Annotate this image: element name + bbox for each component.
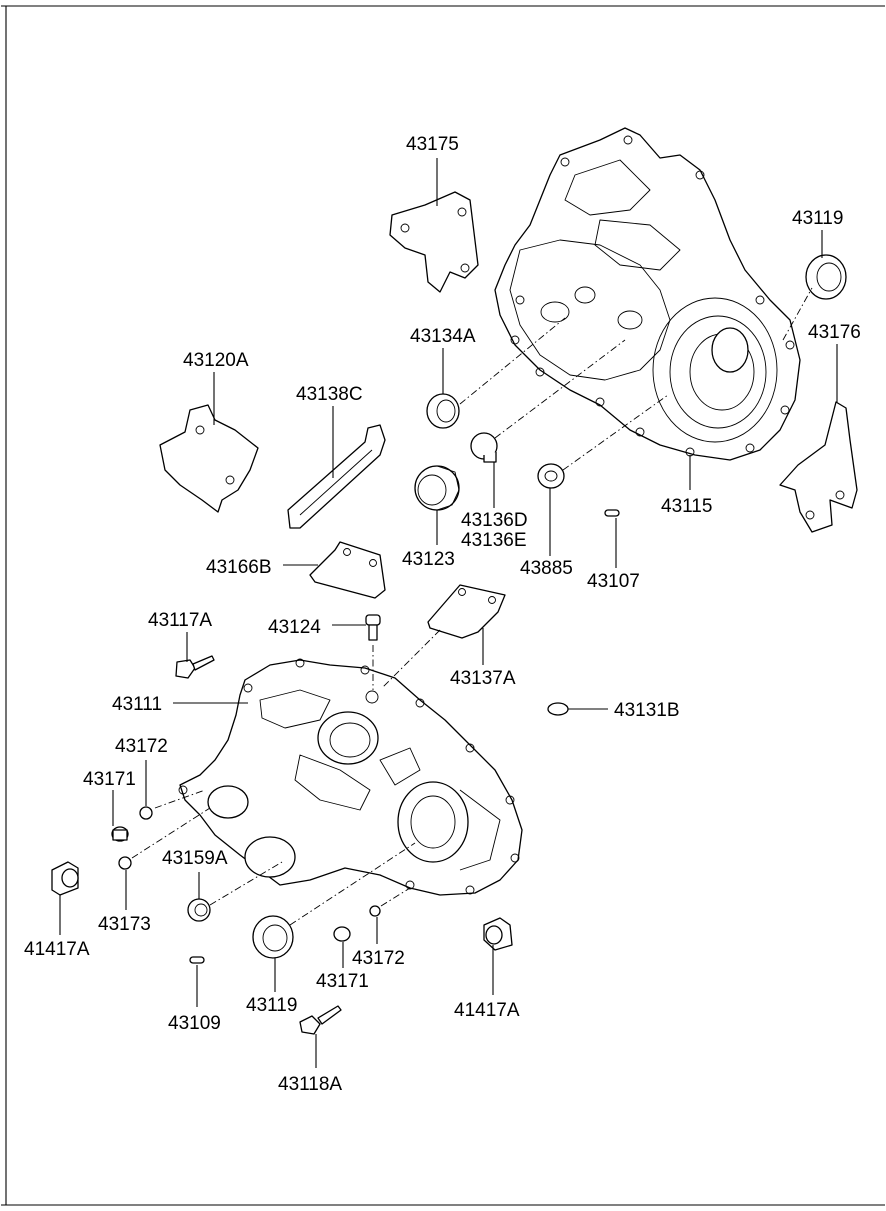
plug-43171-bottom [333,926,351,942]
part-label-43138C: 43138C [296,384,363,405]
part-label-43159A: 43159A [162,848,228,869]
part-label-43134A: 43134A [410,326,476,347]
bolt-43118A [299,1005,342,1035]
part-label-43172-left: 43172 [115,736,168,757]
bolt-43117A [175,655,215,679]
part-label-43172-bottom: 43172 [352,948,405,969]
part-label-43136E: 43136E [461,530,527,551]
part-label-43117A: 43117A [148,610,212,631]
part-label-43124: 43124 [268,617,321,638]
part-label-43111: 43111 [112,694,162,715]
transaxle-case-43111 [178,658,523,896]
part-label-43118A: 43118A [278,1074,342,1095]
part-label-43119-bottom: 43119 [246,995,297,1016]
ring-43885 [537,463,565,489]
washer-43172-bottom [369,905,381,917]
part-label-43171-bottom: 43171 [316,971,369,992]
part-label-43166B: 43166B [206,557,272,578]
bracket-43120A [159,404,259,513]
part-label-43885: 43885 [520,558,573,579]
part-label-41417A-right: 41417A [454,1000,520,1021]
clutch-housing-43115 [494,127,801,461]
part-label-43123: 43123 [402,549,455,570]
plug-43136 [470,432,498,463]
assembly-lines [131,287,813,926]
plug-43131B [547,702,569,716]
page-border [1,5,885,1206]
part-label-43171-left: 43171 [83,769,136,790]
oil-seal-43134A [426,393,460,429]
part-label-43137A: 43137A [450,668,516,689]
washer-43173 [118,856,132,870]
part-label-43119-top: 43119 [792,208,843,229]
part-label-43131B: 43131B [614,700,680,721]
part-labels: 43175 43119 43134A 43176 43120A 43138C 4… [24,134,861,1095]
plug-41417A-right [483,917,513,951]
part-label-43115: 43115 [661,496,712,517]
pin-43107 [604,509,620,517]
bracket-43175 [389,191,479,293]
washer-43172-left [139,806,153,820]
part-label-43107: 43107 [587,571,640,592]
plug-41417A-left [51,861,79,896]
part-label-43109: 43109 [168,1013,221,1034]
bracket-43176 [779,401,858,533]
plate-43137A [427,584,506,639]
part-label-43175: 43175 [406,134,459,155]
oil-seal-43119-bottom [252,915,294,959]
bearing-43123 [414,465,460,511]
part-label-41417A-left: 41417A [24,939,90,960]
part-label-43120A: 43120A [183,350,249,371]
part-label-43173: 43173 [98,914,151,935]
plug-43171-left [111,826,129,842]
oil-seal-43119-top [805,254,847,300]
leader-lines [59,158,838,1068]
breather-43124 [365,614,381,641]
part-label-43176: 43176 [808,322,861,343]
seal-43159A [187,898,211,922]
part-label-43136D: 43136D [461,510,528,531]
plate-43166B [309,541,386,599]
plate-43138C [287,424,386,529]
pin-43109 [189,956,205,964]
